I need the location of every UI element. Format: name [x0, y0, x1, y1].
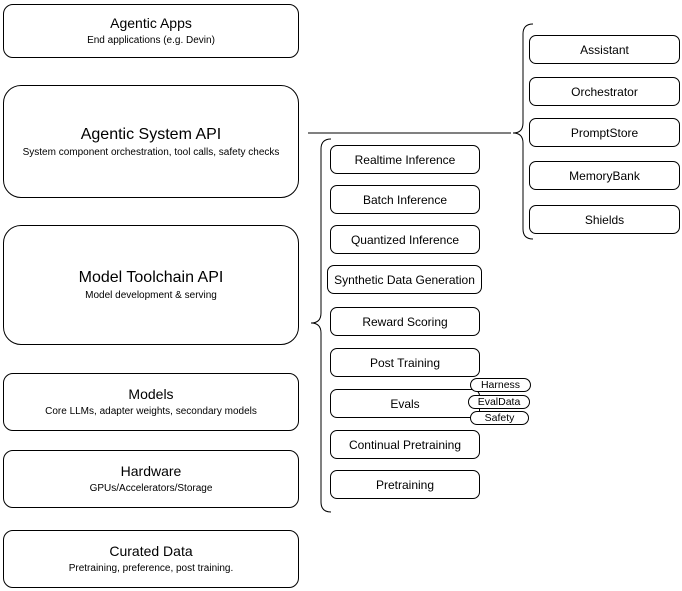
tag-label: Harness [480, 379, 521, 391]
node-shields: Shields [529, 205, 680, 234]
tag-safety: Safety [470, 411, 529, 425]
tag-label: Safety [484, 412, 515, 424]
node-synthetic-data-generation: Synthetic Data Generation [327, 265, 482, 294]
node-pretraining: Pretraining [330, 470, 480, 499]
node-label: MemoryBank [569, 168, 640, 183]
node-label: Evals [390, 396, 420, 411]
node-label: Realtime Inference [354, 152, 456, 167]
node-title: Hardware [120, 463, 182, 479]
node-label: Synthetic Data Generation [334, 272, 475, 287]
node-subtitle: Core LLMs, adapter weights, secondary mo… [45, 406, 257, 417]
node-label: Reward Scoring [362, 314, 448, 329]
node-subtitle: Model development & serving [85, 290, 217, 301]
node-subtitle: GPUs/Accelerators/Storage [89, 483, 213, 494]
node-title: Agentic System API [80, 125, 222, 143]
node-label: Post Training [369, 355, 441, 370]
toolchain-group-bracket [310, 138, 332, 513]
node-batch-inference: Batch Inference [330, 185, 480, 214]
node-post-training: Post Training [330, 348, 480, 377]
node-memorybank: MemoryBank [529, 161, 680, 190]
node-subtitle: Pretraining, preference, post training. [68, 563, 234, 574]
node-evals: Evals [330, 389, 480, 418]
node-label: Batch Inference [362, 192, 448, 207]
node-subtitle: System component orchestration, tool cal… [22, 146, 280, 158]
node-label: Shields [584, 212, 625, 227]
node-label: PromptStore [570, 125, 639, 140]
node-label: Assistant [580, 42, 629, 57]
node-label: Continual Pretraining [348, 437, 462, 452]
node-subtitle: End applications (e.g. Devin) [87, 35, 215, 46]
node-model-toolchain-api: Model Toolchain API Model development & … [3, 225, 299, 345]
tag-harness: Harness [470, 378, 531, 392]
node-hardware: Hardware GPUs/Accelerators/Storage [3, 450, 299, 508]
node-title: Curated Data [109, 543, 193, 559]
node-label: Orchestrator [571, 84, 638, 99]
node-agentic-apps: Agentic Apps End applications (e.g. Devi… [3, 4, 299, 58]
node-orchestrator: Orchestrator [529, 77, 680, 106]
system-group-bracket [512, 23, 534, 240]
node-promptstore: PromptStore [529, 118, 680, 147]
node-continual-pretraining: Continual Pretraining [330, 430, 480, 459]
node-title: Agentic Apps [110, 15, 192, 31]
node-label: Pretraining [375, 477, 435, 492]
node-agentic-system-api: Agentic System API System component orch… [3, 85, 299, 198]
node-title: Models [128, 386, 174, 402]
node-curated-data: Curated Data Pretraining, preference, po… [3, 530, 299, 588]
node-assistant: Assistant [529, 35, 680, 64]
node-title: Model Toolchain API [78, 269, 224, 286]
node-reward-scoring: Reward Scoring [330, 307, 480, 336]
node-label: Quantized Inference [350, 232, 460, 247]
tag-evaldata: EvalData [468, 395, 530, 409]
node-models: Models Core LLMs, adapter weights, secon… [3, 373, 299, 431]
node-quantized-inference: Quantized Inference [330, 225, 480, 254]
node-realtime-inference: Realtime Inference [330, 145, 480, 174]
tag-label: EvalData [477, 396, 521, 408]
